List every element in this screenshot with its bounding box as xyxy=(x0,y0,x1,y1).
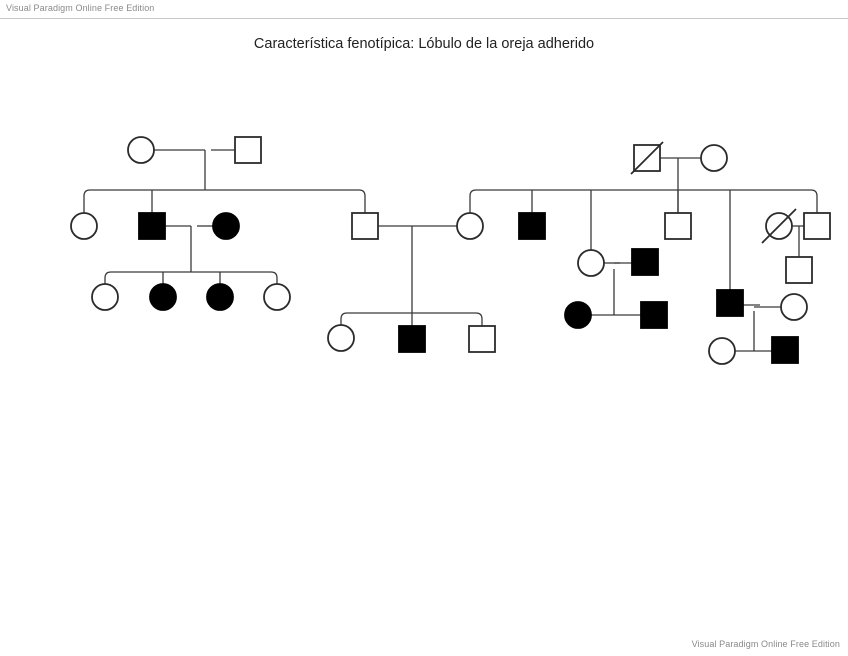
pedigree-circle-unaffected-B1[interactable] xyxy=(70,212,98,240)
page-title: Característica fenotípica: Lóbulo de la … xyxy=(253,36,595,52)
pedigree-square-affected-S2[interactable] xyxy=(640,301,668,329)
pedigree-circle-unaffected-R4[interactable] xyxy=(577,249,605,277)
pedigree-circle-unaffected-A1[interactable] xyxy=(127,136,155,164)
pedigree-square-affected-S3[interactable] xyxy=(716,289,744,317)
pedigree-circle-affected-S1[interactable] xyxy=(564,301,592,329)
pedigree-circle-affected-B3[interactable] xyxy=(212,212,240,240)
pedigree-square-unaffected-B4[interactable] xyxy=(351,212,379,240)
pedigree-circle-affected-C3[interactable] xyxy=(206,283,234,311)
pedigree-circle-unaffected-M1[interactable] xyxy=(456,212,484,240)
sibship-bar-left-gen3 xyxy=(104,271,278,284)
pedigree-circle-unaffected-M2[interactable] xyxy=(327,324,355,352)
pedigree-circle-affected-C2[interactable] xyxy=(149,283,177,311)
sibship-bar-right xyxy=(469,189,818,213)
pedigree-links xyxy=(83,149,818,352)
pedigree-circle-unaffected-R2[interactable] xyxy=(700,144,728,172)
header-divider xyxy=(0,18,848,19)
pedigree-circle-unaffected-S5[interactable] xyxy=(708,337,736,365)
sibship-bar-left xyxy=(83,189,366,213)
pedigree-square-unaffected-R6[interactable] xyxy=(664,212,692,240)
pedigree-square-affected-B2[interactable] xyxy=(138,212,166,240)
deceased-slash-icon-R1 xyxy=(630,141,664,175)
watermark-bottom: Visual Paradigm Online Free Edition xyxy=(691,639,840,649)
pedigree-square-affected-R5[interactable] xyxy=(631,248,659,276)
pedigree-circle-unaffected-C4[interactable] xyxy=(263,283,291,311)
pedigree-circle-unaffected-S4[interactable] xyxy=(780,293,808,321)
deceased-slash-icon-R7 xyxy=(761,208,797,244)
pedigree-square-affected-S6[interactable] xyxy=(771,336,799,364)
pedigree-square-unaffected-A2[interactable] xyxy=(234,136,262,164)
watermark-top: Visual Paradigm Online Free Edition xyxy=(6,3,155,13)
pedigree-square-unaffected-R9[interactable] xyxy=(785,256,813,284)
sibship-bar-center xyxy=(340,312,483,326)
pedigree-symbols xyxy=(70,136,831,365)
pedigree-square-affected-R3[interactable] xyxy=(518,212,546,240)
pedigree-square-affected-M3[interactable] xyxy=(398,325,426,353)
pedigree-circle-unaffected-C1[interactable] xyxy=(91,283,119,311)
pedigree-square-unaffected-R8[interactable] xyxy=(803,212,831,240)
pedigree-square-unaffected-M4[interactable] xyxy=(468,325,496,353)
